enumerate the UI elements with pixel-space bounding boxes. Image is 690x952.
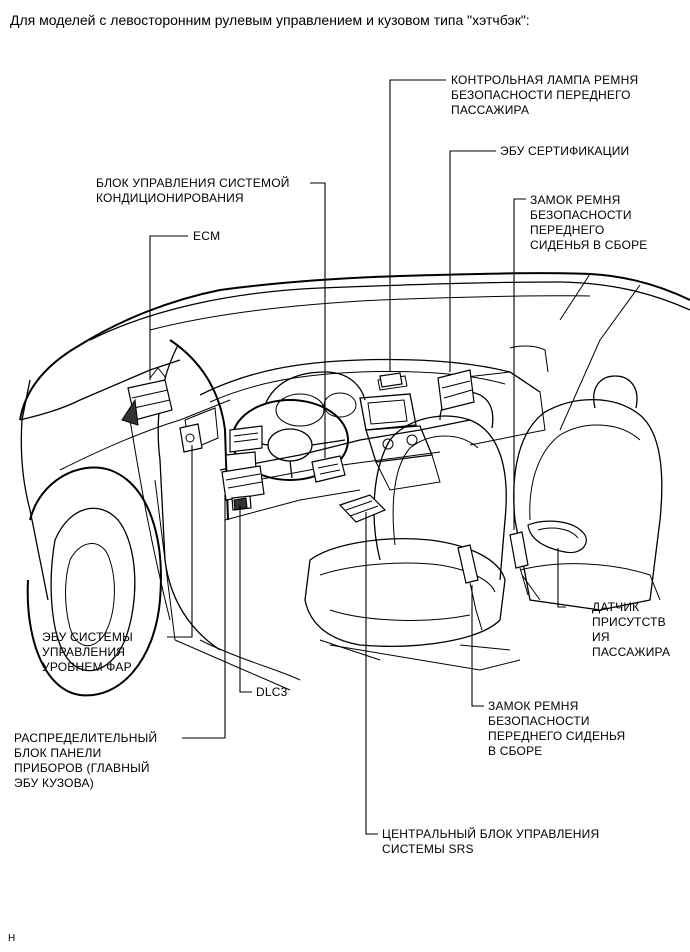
dlc3-component (233, 497, 248, 511)
label-junction-block: РАСПРЕДЕЛИТЕЛЬНЫЙ БЛОК ПАНЕЛИ ПРИБОРОВ (… (14, 731, 158, 790)
passenger-buckle-component (509, 531, 541, 601)
ac-control-component (311, 455, 346, 483)
label-passenger-belt-lamp: КОНТРОЛЬНАЯ ЛАМПА РЕМНЯ БЕЗОПАСНОСТИ ПЕР… (451, 73, 639, 117)
driver-buckle-component (457, 544, 483, 631)
diagram-heading: Для моделей с левосторонним рулевым упра… (10, 12, 530, 28)
figure-code: H (8, 933, 16, 944)
passenger-belt-lamp-component (379, 372, 403, 388)
label-ac-control-unit: БЛОК УПРАВЛЕНИЯ СИСТЕМОЙ КОНДИЦИОНИРОВАН… (96, 176, 290, 205)
label-certification-ecu: ЭБУ СЕРТИФИКАЦИИ (500, 144, 630, 158)
certification-ecu-component (437, 369, 475, 411)
headlamp-leveling-ecu-component (179, 423, 203, 453)
label-headlamp-leveling-ecu: ЭБУ СИСТЕМЫ УПРАВЛЕНИЯ УРОВНЕМ ФАР (42, 630, 133, 674)
label-dlc3: DLC3 (256, 685, 288, 699)
srs-unit-component (338, 494, 387, 523)
label-ecm: ECM (193, 229, 221, 243)
label-occupant-sensor: ДАТЧИК ПРИСУТСТВ ИЯ ПАССАЖИРА (592, 600, 671, 659)
occupant-sensor-component (527, 520, 587, 554)
label-driver-buckle: ЗАМОК РЕМНЯ БЕЗОПАСНОСТИ ПЕРЕДНЕГО СИДЕН… (488, 699, 626, 758)
leader-lines (149, 79, 566, 835)
label-passenger-buckle: ЗАМОК РЕМНЯ БЕЗОПАСНОСТИ ПЕРЕДНЕГО СИДЕН… (530, 193, 648, 252)
ecm-component (121, 367, 173, 426)
label-srs-center-unit: ЦЕНТРАЛЬНЫЙ БЛОК УПРАВЛЕНИЯ СИСТЕМЫ SRS (382, 827, 600, 856)
dashboard (184, 345, 549, 491)
